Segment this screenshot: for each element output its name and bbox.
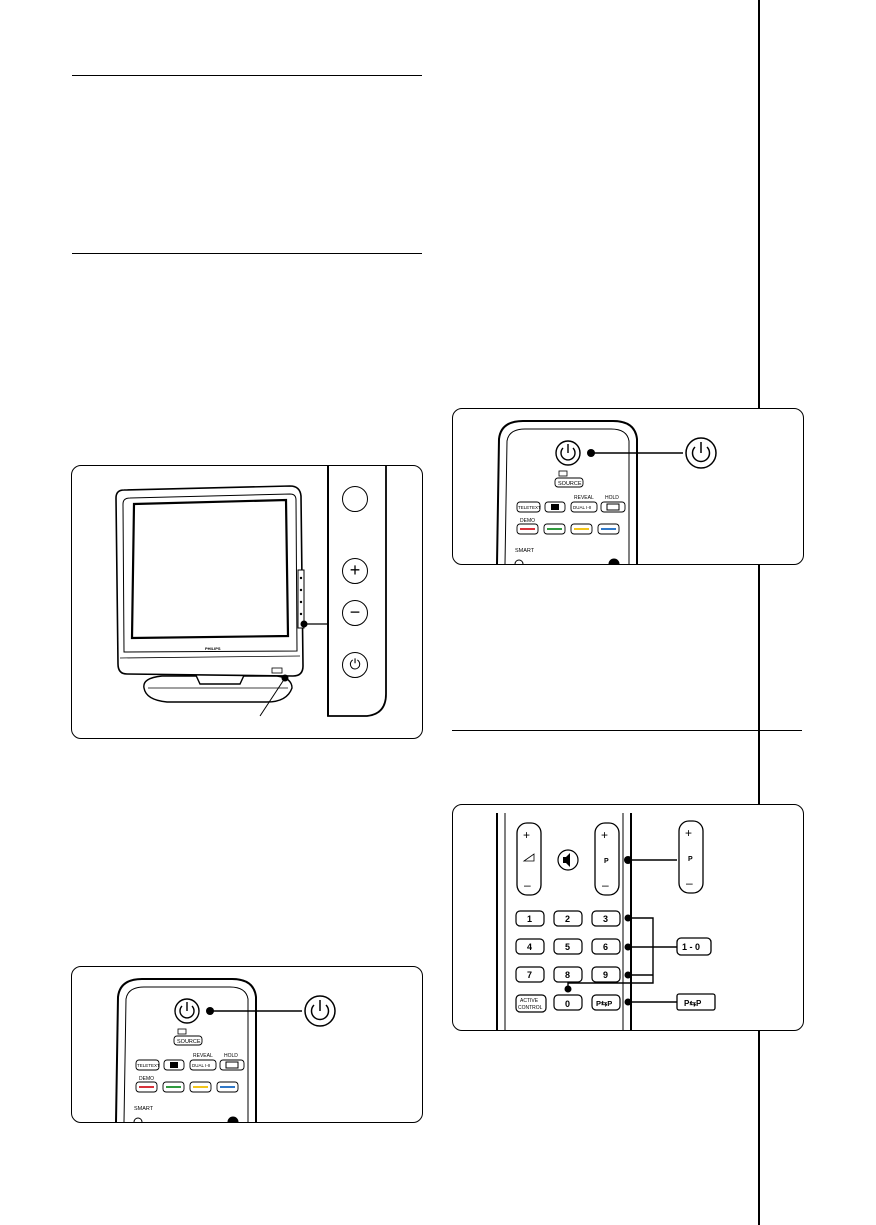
reveal-label: REVEAL xyxy=(574,495,594,501)
digit-key-9[interactable]: 9 xyxy=(603,970,608,980)
remote-top-illustration-right: SOURCE REVEAL HOLD TELETEXT DUAL I-II DE… xyxy=(496,420,717,564)
source-button-label: SOURCE xyxy=(558,481,582,487)
active-control-label-2: CONTROL xyxy=(518,1005,543,1011)
program-plus-label: + xyxy=(601,828,608,842)
digit-key-2[interactable]: 2 xyxy=(565,914,570,924)
red-key-bar[interactable] xyxy=(520,528,535,530)
remote-power-figure-right: SOURCE REVEAL HOLD TELETEXT DUAL I-II DE… xyxy=(452,408,804,565)
source-button-label-2: SOURCE xyxy=(177,1039,201,1045)
digit-key-1[interactable]: 1 xyxy=(527,914,532,924)
green-key-bar[interactable] xyxy=(547,528,562,530)
section-rule-3 xyxy=(452,730,802,731)
volume-plus-label: + xyxy=(523,828,530,842)
dual-label: DUAL I-II xyxy=(573,505,591,510)
digit-key-3[interactable]: 3 xyxy=(603,914,608,924)
smart-label: SMART xyxy=(515,548,535,554)
tv-power-button[interactable]: ⏻ xyxy=(342,652,368,678)
digit-key-0[interactable]: 0 xyxy=(565,999,570,1009)
channel-keys-illustration: + – + P – + P – 1 2 3 4 5 6 xyxy=(496,813,716,1030)
teletext-label: TELETEXT xyxy=(518,505,541,510)
section-rule-1 xyxy=(72,75,422,76)
tv-illustration: PHILIPS xyxy=(115,466,387,717)
teletext-label-2: TELETEXT xyxy=(137,1063,160,1068)
digit-key-5[interactable]: 5 xyxy=(565,942,570,952)
blue-key-bar[interactable] xyxy=(601,528,616,530)
digit-key-8[interactable]: 8 xyxy=(565,970,570,980)
blue-key-bar-2[interactable] xyxy=(220,1086,235,1088)
zoom-pp-key-label: P⇆P xyxy=(684,999,702,1008)
green-key-bar-2[interactable] xyxy=(166,1086,181,1088)
section-rule-2 xyxy=(72,253,422,254)
tv-volume-down-button[interactable]: − xyxy=(342,600,368,626)
range-key-label: 1 - 0 xyxy=(682,942,700,952)
yellow-key-bar-2[interactable] xyxy=(193,1086,208,1088)
remote-bottom-illustration-left: SOURCE REVEAL HOLD TELETEXT DUAL I-II DE… xyxy=(115,978,336,1122)
volume-minus-label: – xyxy=(524,878,531,892)
tv-figure-panel: PHILIPS + − ⏻ xyxy=(71,465,423,739)
zoom-program-minus-label: – xyxy=(686,876,693,890)
zoom-program-plus-label: + xyxy=(685,826,692,840)
active-control-label-1: ACTIVE xyxy=(520,998,539,1004)
remote-power-figure-left: SOURCE REVEAL HOLD TELETEXT DUAL I-II DE… xyxy=(71,966,423,1123)
program-minus-label: – xyxy=(602,878,609,892)
dual-label-2: DUAL I-II xyxy=(192,1063,210,1068)
tv-side-button-blank[interactable] xyxy=(342,486,368,512)
red-key-bar-2[interactable] xyxy=(139,1086,154,1088)
hold-label: HOLD xyxy=(605,495,619,501)
page-margin-line xyxy=(758,0,760,1225)
hold-label-2: HOLD xyxy=(224,1053,238,1059)
yellow-key-bar[interactable] xyxy=(574,528,589,530)
tv-volume-up-button[interactable]: + xyxy=(342,558,368,584)
digit-key-6[interactable]: 6 xyxy=(603,942,608,952)
reveal-label-2: REVEAL xyxy=(193,1053,213,1059)
demo-label-2: DEMO xyxy=(139,1076,154,1082)
zoom-program-p-label: P xyxy=(688,856,693,863)
channel-keys-figure: + – + P – + P – 1 2 3 4 5 6 xyxy=(452,804,804,1031)
digit-key-4[interactable]: 4 xyxy=(527,942,532,952)
demo-label: DEMO xyxy=(520,518,535,524)
pp-key-label[interactable]: P⇆P xyxy=(596,999,612,1008)
tv-logo: PHILIPS xyxy=(205,646,221,651)
program-p-label: P xyxy=(604,858,609,865)
smart-label-2: SMART xyxy=(134,1106,154,1112)
digit-key-7[interactable]: 7 xyxy=(527,970,532,980)
